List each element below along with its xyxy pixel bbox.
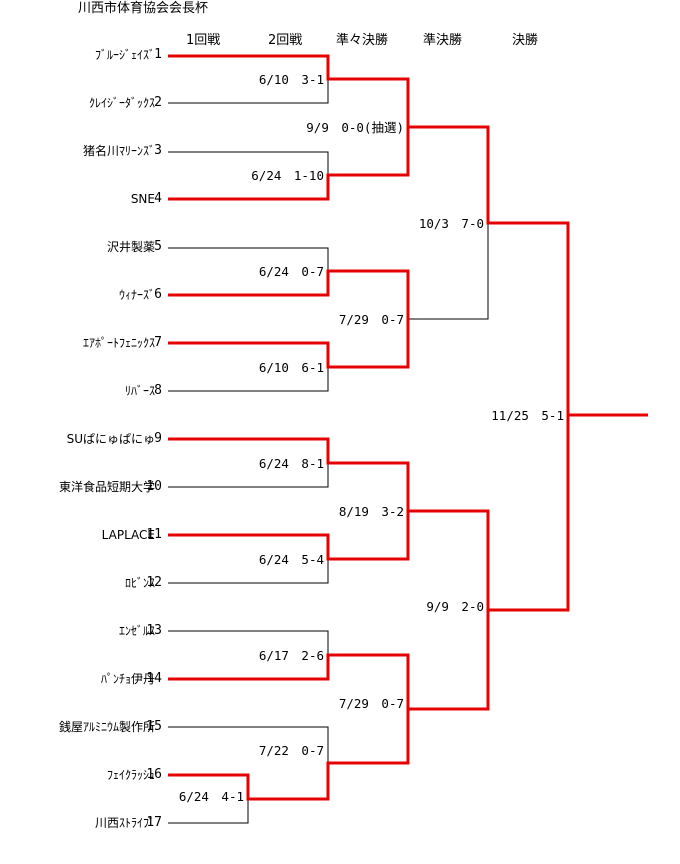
match-result-qf-1: 9/9 0-0(抽選) — [306, 120, 404, 135]
team-seed-15: 15 — [146, 719, 162, 734]
team-name-7: ｴｱﾎﾟｰﾄﾌｪﾆｯｸｽ — [82, 336, 155, 350]
team-name-3: 猪名川ﾏﾘｰﾝｽﾞ — [82, 144, 155, 158]
team-name-8: ﾘﾊﾞｰｽ — [124, 384, 155, 398]
winner-path-1 — [168, 54, 410, 127]
match-result-r2-9v10: 6/24 8-1 — [258, 456, 324, 471]
round-header-semifinal: 準決勝 — [423, 33, 463, 48]
match-result-sf-1: 10/3 7-0 — [418, 216, 484, 231]
team-seed-8: 8 — [154, 383, 162, 398]
match-result-qf-4: 7/29 0-7 — [338, 696, 404, 711]
team-name-1: ﾌﾞﾙｰｼﾞｪｲｽﾞ — [94, 48, 155, 62]
team-name-15: 銭屋ｱﾙﾐﾆｳﾑ製作所 — [58, 720, 155, 734]
winner-path-11 — [168, 415, 570, 612]
team-name-13: ｴﾝｾﾞﾙｽ — [118, 624, 155, 638]
match-result-r2-5v6: 6/24 0-7 — [258, 264, 324, 279]
winner-path-14 — [168, 610, 490, 711]
team-seed-7: 7 — [154, 335, 162, 350]
team-name-14: ﾊﾟﾝﾁｮ伊丹 — [100, 672, 155, 686]
winner-path-6 — [168, 269, 410, 319]
match-result-r2-3v4: 6/24 1-10 — [251, 168, 324, 183]
round-header-1: 1回戦 — [186, 33, 221, 48]
team-seed-12: 12 — [146, 575, 162, 590]
team-name-17: 川西ｽﾄﾗｲﾌﾟ — [94, 816, 155, 830]
match-result-r2-1v2: 6/10 3-1 — [258, 72, 324, 87]
match-result-r2-7v8: 6/10 6-1 — [258, 360, 324, 375]
team-seed-13: 13 — [146, 623, 162, 638]
team-name-10: 東洋食品短期大学 — [58, 480, 155, 494]
team-seed-5: 5 — [154, 239, 162, 254]
round-header-2: 2回戦 — [268, 33, 303, 48]
match-result-r2-15v16: 7/22 0-7 — [258, 743, 324, 758]
team-seed-3: 3 — [154, 143, 162, 158]
match-result-r1-16v17: 6/24 4-1 — [178, 789, 244, 804]
round-header-quarterfinal: 準々決勝 — [336, 33, 389, 48]
team-seed-1: 1 — [154, 47, 162, 62]
team-name-5: 沢井製薬 — [106, 240, 155, 254]
match-result-final: 11/25 5-1 — [491, 408, 564, 423]
team-name-9: SUぱにゅぱにゅ — [66, 432, 155, 446]
match-result-r2-11v12: 6/24 5-4 — [258, 552, 324, 567]
team-seed-4: 4 — [154, 191, 162, 206]
winner-path-16 — [168, 709, 410, 801]
team-seed-10: 10 — [146, 479, 162, 494]
team-seed-14: 14 — [146, 671, 162, 686]
winner-path-9 — [168, 437, 410, 511]
team-seed-9: 9 — [154, 431, 162, 446]
team-name-4: SNE — [130, 192, 155, 206]
winner-path-7 — [168, 319, 410, 369]
match-result-qf-3: 8/19 3-2 — [338, 504, 404, 519]
team-seed-16: 16 — [146, 767, 162, 782]
winner-path-4 — [168, 125, 648, 417]
round-header-final: 決勝 — [512, 33, 539, 48]
team-name-2: ｸﾚｲｼﾞｰﾀﾞｯｸｽ — [88, 96, 155, 110]
team-name-11: LAPLACE — [101, 528, 155, 542]
page-title: 川西市体育協会会長杯 — [78, 1, 209, 16]
team-seed-6: 6 — [154, 287, 162, 302]
team-name-16: ﾌｪｲｸﾗｯｼｭ — [106, 768, 155, 782]
match-result-sf-2: 9/9 2-0 — [426, 599, 484, 614]
team-seed-17: 17 — [146, 815, 162, 830]
match-result-r2-13v14: 6/17 2-6 — [258, 648, 324, 663]
match-result-qf-2: 7/29 0-7 — [338, 312, 404, 327]
team-seed-2: 2 — [154, 95, 162, 110]
team-name-12: ﾛﾋﾞﾝｽ — [124, 576, 155, 590]
team-name-6: ｳｨﾅｰｽﾞ — [118, 288, 155, 302]
team-seed-11: 11 — [146, 527, 162, 542]
